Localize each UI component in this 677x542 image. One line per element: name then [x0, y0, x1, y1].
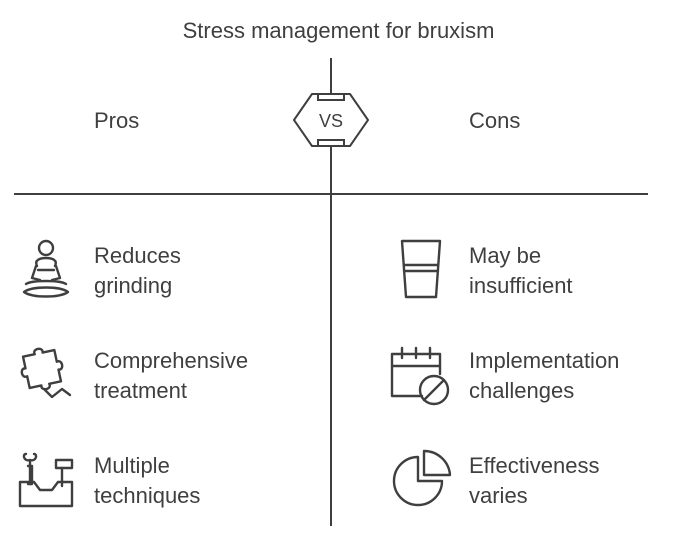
pros-item-line2: techniques [94, 483, 201, 508]
cons-item-line2: insufficient [469, 273, 573, 298]
pros-item-line1: Multiple [94, 453, 170, 478]
toolbox-icon [16, 452, 76, 510]
pros-item: Comprehensive treatment [94, 346, 248, 406]
diagram-title: Stress management for bruxism [182, 18, 495, 43]
pros-item-line2: treatment [94, 378, 187, 403]
pros-item: Reduces grinding [94, 241, 181, 301]
cons-item-line1: Implementation [469, 348, 620, 373]
pros-heading: Pros [94, 108, 140, 133]
pie-chart-icon [388, 449, 452, 511]
header-divider [14, 193, 648, 195]
puzzle-piece-icon [14, 345, 76, 405]
center-divider-top [330, 58, 332, 94]
cons-item: Implementation challenges [469, 346, 619, 406]
center-divider-bottom [330, 146, 332, 526]
pros-item-line1: Comprehensive [94, 348, 249, 373]
half-full-glass-icon [400, 237, 442, 301]
pros-item-line2: grinding [94, 273, 173, 298]
pros-item-line1: Reduces [94, 243, 181, 268]
pros-item: Multiple techniques [94, 451, 200, 511]
vs-label: VS [319, 111, 343, 131]
meditation-icon [20, 236, 72, 302]
cons-heading: Cons [469, 108, 521, 133]
cons-item-line1: May be [469, 243, 542, 268]
vs-badge: VS [292, 90, 370, 150]
cons-item-line1: Effectiveness [469, 453, 600, 478]
cons-item-line2: varies [469, 483, 528, 508]
cons-item-line2: challenges [469, 378, 575, 403]
calendar-blocked-icon [388, 344, 454, 408]
cons-item: May be insufficient [469, 241, 573, 301]
cons-item: Effectiveness varies [469, 451, 599, 511]
